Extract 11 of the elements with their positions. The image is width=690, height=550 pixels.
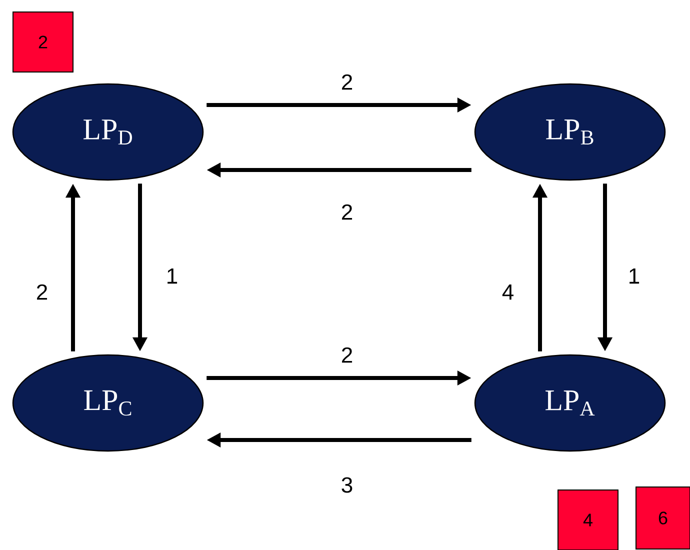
edge-label: 2 (340, 346, 354, 364)
edge-label: 2 (340, 73, 354, 91)
edge-label: 3 (340, 476, 354, 494)
edge-label: 2 (340, 203, 354, 221)
number-box: 4 (558, 490, 618, 550)
edge-label: 4 (500, 283, 516, 301)
edge-label: 2 (34, 283, 50, 301)
number-box: 6 (636, 486, 690, 550)
edge-label: 1 (164, 267, 180, 285)
edge-label: 1 (626, 267, 642, 285)
number-box: 2 (12, 12, 74, 72)
